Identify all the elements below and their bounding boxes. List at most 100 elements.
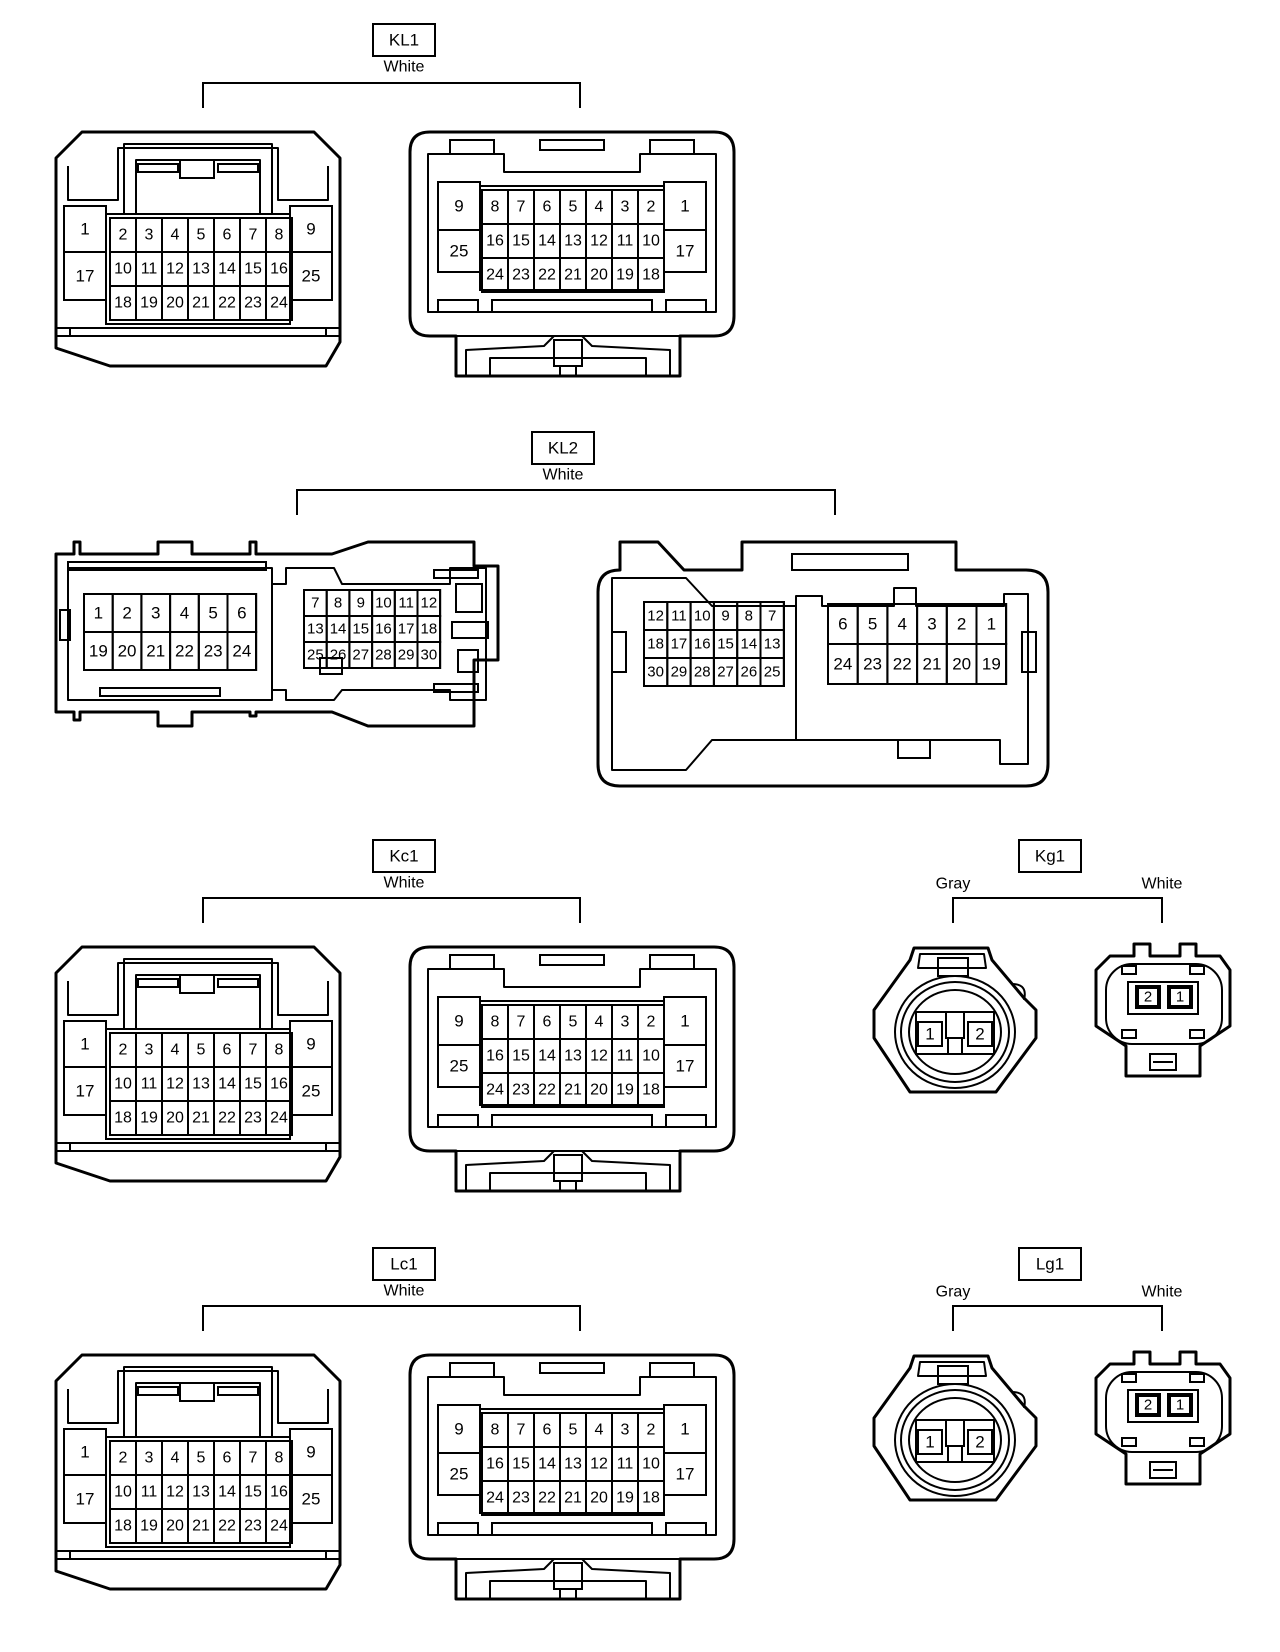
pin-number: 23 — [863, 655, 882, 674]
latch-slot — [217, 163, 259, 173]
pin-cell: 6 — [226, 593, 258, 633]
keyway — [437, 299, 479, 313]
latch-slot — [539, 1362, 605, 1374]
pin-cell: 20 — [161, 285, 189, 321]
pin-block-frame — [105, 1028, 291, 1140]
pin-number: 4 — [898, 615, 907, 634]
pin-cell: 13 — [187, 251, 215, 287]
pin-cell-box — [265, 1100, 293, 1136]
pin-cell: 14 — [533, 223, 561, 259]
pin-number: 13 — [192, 261, 210, 278]
seal-ring — [894, 1383, 1016, 1497]
pin-number: 22 — [893, 655, 912, 674]
connector-color-label: White — [1142, 876, 1183, 893]
pin-cell: 4 — [161, 217, 189, 253]
pin-cell: 21 — [559, 1480, 587, 1516]
pin-cell: 20 — [161, 1100, 189, 1136]
pin-cell: 19 — [135, 285, 163, 321]
pin-cell-box — [265, 285, 293, 321]
pin-cell: 5 — [559, 189, 587, 225]
side-slot — [457, 649, 479, 673]
pin-number: 8 — [275, 1450, 284, 1467]
pin-number: 25 — [302, 1490, 321, 1509]
housing-inner-outline — [67, 147, 329, 201]
pin-cell: 22 — [213, 1100, 241, 1136]
pin-number: 13 — [192, 1484, 210, 1501]
pin-number: 4 — [171, 1450, 180, 1467]
pin-cell: 24 — [265, 285, 293, 321]
pin-cell: 27 — [348, 641, 374, 669]
pin-number: 3 — [621, 199, 630, 216]
pin-cell: 10 — [637, 223, 665, 259]
pin-cell: 11 — [393, 589, 419, 617]
pin-cell: 5 — [187, 1032, 215, 1068]
pin-cell: 4 — [169, 593, 200, 633]
pin-number: 8 — [334, 595, 342, 612]
pin-cell: 1 — [975, 603, 1008, 645]
pin-cell: 11 — [135, 1066, 163, 1102]
pin-cell-box — [1169, 987, 1191, 1007]
pin-cell: 1 — [917, 1021, 943, 1047]
latch-slot — [217, 1386, 259, 1396]
pin-cell: 22 — [169, 631, 200, 671]
pin-cell-box — [637, 257, 665, 293]
pin-number: 2 — [119, 1450, 128, 1467]
pin-cell: 3 — [135, 1440, 163, 1476]
pin-cell-box — [967, 1021, 993, 1047]
pin-number: 2 — [647, 199, 656, 216]
pin-cell: 23 — [239, 1508, 267, 1544]
connector-label: Kg1 — [1035, 847, 1065, 866]
pin-cell: 21 — [916, 643, 948, 685]
pin-number: 27 — [352, 647, 369, 664]
housing-outline — [872, 1354, 1038, 1502]
pin-cell: 10 — [109, 251, 137, 287]
pin-cell: 13 — [559, 1038, 587, 1074]
pin-cell: 6 — [533, 1004, 561, 1040]
pin-number: 19 — [616, 1082, 634, 1099]
pin-cell: 14 — [213, 1066, 241, 1102]
pin-number: 11 — [671, 608, 687, 625]
pin-number: 3 — [927, 615, 936, 634]
pin-cell: 22 — [533, 1072, 561, 1108]
pin-cell: 2 — [109, 217, 137, 253]
pin-cell: 9 — [348, 589, 374, 617]
pin-number: 5 — [197, 1450, 206, 1467]
pin-number: 20 — [166, 1110, 184, 1127]
pin-number: 4 — [595, 1014, 604, 1031]
pin-number: 17 — [676, 1465, 695, 1484]
pin-cell: 5 — [856, 603, 889, 645]
pin-cell: 24 — [481, 1072, 509, 1108]
pin-number: 6 — [838, 615, 847, 634]
pin-number: 5 — [569, 199, 578, 216]
seal-ring — [894, 975, 1016, 1089]
latch-slot — [449, 139, 495, 155]
pin-cell: 8 — [481, 1004, 509, 1040]
pin-cell: 18 — [643, 629, 669, 659]
pin-cell: 18 — [416, 615, 442, 643]
pin-cell: 6 — [213, 217, 241, 253]
pin-number: 4 — [180, 604, 189, 623]
pin-number: 22 — [218, 1110, 236, 1127]
pin-number: 9 — [306, 1035, 315, 1054]
pin-cell: 11 — [611, 223, 639, 259]
lock-arm — [489, 1580, 647, 1599]
pin-cell: 25 — [289, 251, 333, 301]
keyway — [1189, 1437, 1205, 1447]
pin-cell: 15 — [348, 615, 374, 643]
pin-number: 3 — [145, 1450, 154, 1467]
housing-outline — [408, 1353, 736, 1601]
mating-bracket — [202, 1305, 581, 1331]
pin-number: 15 — [352, 621, 369, 638]
pin-cell: 5 — [559, 1004, 587, 1040]
latch-slot — [137, 163, 179, 173]
pin-cell: 14 — [736, 629, 762, 659]
pin-number: 9 — [721, 608, 729, 625]
pin-number: 22 — [218, 1518, 236, 1535]
pin-cell: 9 — [437, 181, 481, 231]
pin-cell: 24 — [481, 257, 509, 293]
connector-label: KL1 — [389, 31, 419, 50]
pin-cell: 15 — [239, 251, 267, 287]
